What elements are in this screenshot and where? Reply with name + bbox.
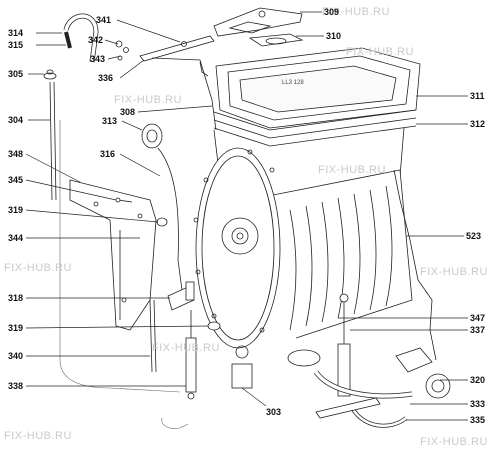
label-345: 345	[8, 175, 24, 185]
seal-319	[156, 217, 221, 331]
watermark-2: FIX-HUB.RU	[346, 46, 414, 58]
label-340: 340	[8, 351, 24, 361]
label-336: 336	[98, 73, 114, 83]
label-347: 347	[470, 313, 486, 323]
label-335: 335	[470, 415, 486, 425]
watermark-4: FIX-HUB.RU	[318, 164, 386, 176]
label-319-upper: 319	[8, 205, 24, 215]
label-304: 304	[8, 115, 24, 125]
rod-340	[149, 299, 157, 373]
label-315: 315	[8, 40, 24, 50]
rod-304	[49, 81, 57, 201]
watermark-6: FIX-HUB.RU	[420, 266, 488, 278]
cabinet-outline	[59, 120, 189, 429]
shock-absorber-338	[185, 310, 197, 400]
side-panel-348	[69, 179, 157, 331]
watermark-5: FIX-HUB.RU	[4, 262, 72, 274]
pipe-308	[151, 57, 217, 131]
screw-345	[115, 197, 133, 203]
label-303: 303	[266, 407, 282, 417]
label-344: 344	[8, 233, 24, 243]
watermark-3: FIX-HUB.RU	[114, 94, 182, 106]
tub-marking: LL3 128	[282, 80, 304, 86]
outer-tub	[193, 47, 421, 349]
label-314: 314	[8, 28, 24, 38]
valve-303	[231, 345, 253, 389]
label-318: 318	[8, 293, 24, 303]
label-333: 333	[470, 399, 486, 409]
label-309: 309	[324, 7, 340, 17]
label-523: 523	[466, 231, 482, 241]
watermark-1: FIX-HUB.RU	[322, 6, 390, 18]
label-311: 311	[470, 91, 485, 101]
label-319-lower: 319	[8, 323, 24, 333]
detergent-part-310	[248, 33, 304, 47]
base-bar	[315, 397, 381, 419]
label-305: 305	[8, 69, 24, 79]
label-343: 343	[90, 54, 106, 64]
bracket-318	[167, 281, 195, 311]
label-338: 338	[8, 381, 24, 391]
drain-hose-333	[313, 370, 413, 428]
hose-314	[63, 13, 99, 63]
label-316: 316	[100, 149, 116, 159]
label-342: 342	[88, 35, 104, 45]
label-308: 308	[120, 107, 136, 117]
label-348: 348	[8, 149, 24, 159]
leader-lines	[25, 11, 468, 421]
label-337: 337	[470, 325, 486, 335]
watermark-7: FIX-HUB.RU	[152, 342, 220, 354]
part-305	[43, 69, 57, 80]
label-310: 310	[326, 31, 342, 41]
top-panel-309	[213, 7, 303, 37]
tube-316	[157, 147, 183, 291]
label-341: 341	[96, 15, 112, 25]
label-313: 313	[102, 116, 118, 126]
pressure-switch-313	[141, 123, 163, 149]
upper-rail-341	[115, 35, 215, 62]
drain-pump-320	[287, 347, 451, 399]
watermark-9: FIX-HUB.RU	[420, 436, 488, 448]
label-320: 320	[470, 375, 486, 385]
label-312: 312	[470, 119, 486, 129]
damper-347	[337, 293, 351, 397]
watermark-8: FIX-HUB.RU	[4, 430, 72, 442]
